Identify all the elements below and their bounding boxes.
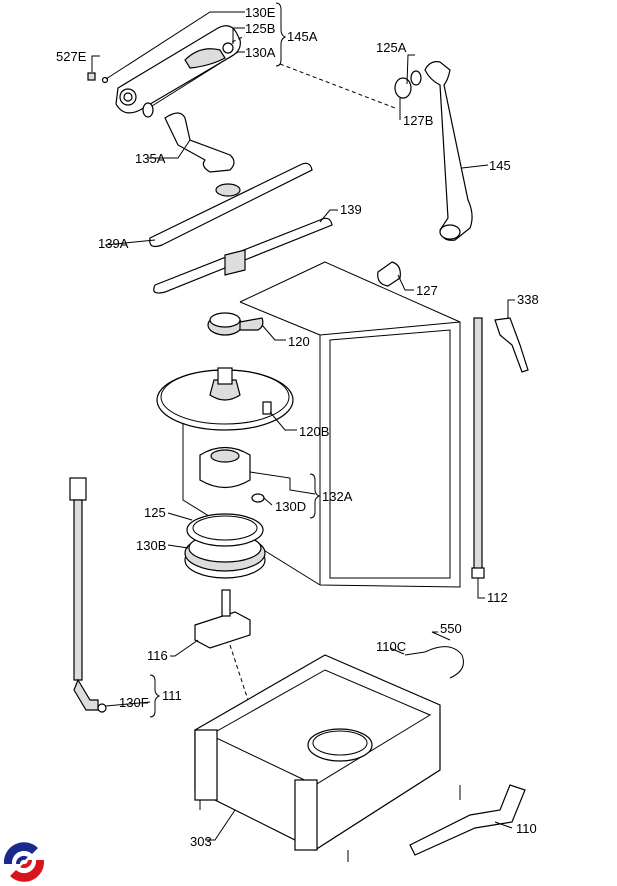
spray-arm-139 <box>153 209 338 294</box>
conduit-135A <box>148 112 235 173</box>
label-130A: 130A <box>245 45 276 60</box>
upper-spray-arm <box>87 11 396 118</box>
label-112: 112 <box>487 590 508 605</box>
label-145A: 145A <box>287 29 318 44</box>
sump-seal-125 <box>167 512 266 579</box>
label-303: 303 <box>190 834 212 849</box>
brace-132A <box>309 473 321 519</box>
label-120B: 120B <box>299 424 329 439</box>
hose-550 <box>389 631 464 679</box>
label-111: 111 <box>162 688 182 703</box>
label-139: 139 <box>340 202 362 217</box>
label-130E: 130E <box>245 5 276 20</box>
label-127B: 127B <box>403 113 433 128</box>
valve-116 <box>170 589 251 701</box>
label-550: 550 <box>440 621 462 636</box>
bracket-338 <box>494 299 529 373</box>
label-127: 127 <box>416 283 438 298</box>
label-116: 116 <box>147 648 168 663</box>
label-132A: 132A <box>322 489 353 504</box>
pump-housing-132A <box>199 446 316 506</box>
filter-120 <box>207 312 286 341</box>
coupling-127 <box>377 261 414 291</box>
label-338: 338 <box>517 292 539 307</box>
label-130D: 130D <box>275 499 306 514</box>
hose-112 <box>471 317 485 599</box>
label-135A: 135A <box>135 151 166 166</box>
tub-outline <box>182 261 461 588</box>
label-130F: 130F <box>119 695 149 710</box>
spray-arm-139A <box>104 162 313 248</box>
feed-tube-145 <box>394 54 489 241</box>
label-125B: 125B <box>245 21 275 36</box>
brace-111 <box>149 674 161 718</box>
label-527E: 527E <box>56 49 87 64</box>
brace-145A <box>275 2 287 67</box>
label-139A: 139A <box>98 236 129 251</box>
label-125A: 125A <box>376 40 407 55</box>
label-120: 120 <box>288 334 310 349</box>
brand-logo <box>3 842 45 882</box>
hose-111 <box>69 477 151 713</box>
label-130B: 130B <box>136 538 166 553</box>
label-110: 110 <box>516 821 537 836</box>
filter-plate-120B <box>156 367 297 431</box>
fill-tube-110 <box>409 784 526 856</box>
label-125: 125 <box>144 505 166 520</box>
label-145: 145 <box>489 158 511 173</box>
base-303 <box>194 654 461 862</box>
label-110C: 110C <box>376 639 406 654</box>
